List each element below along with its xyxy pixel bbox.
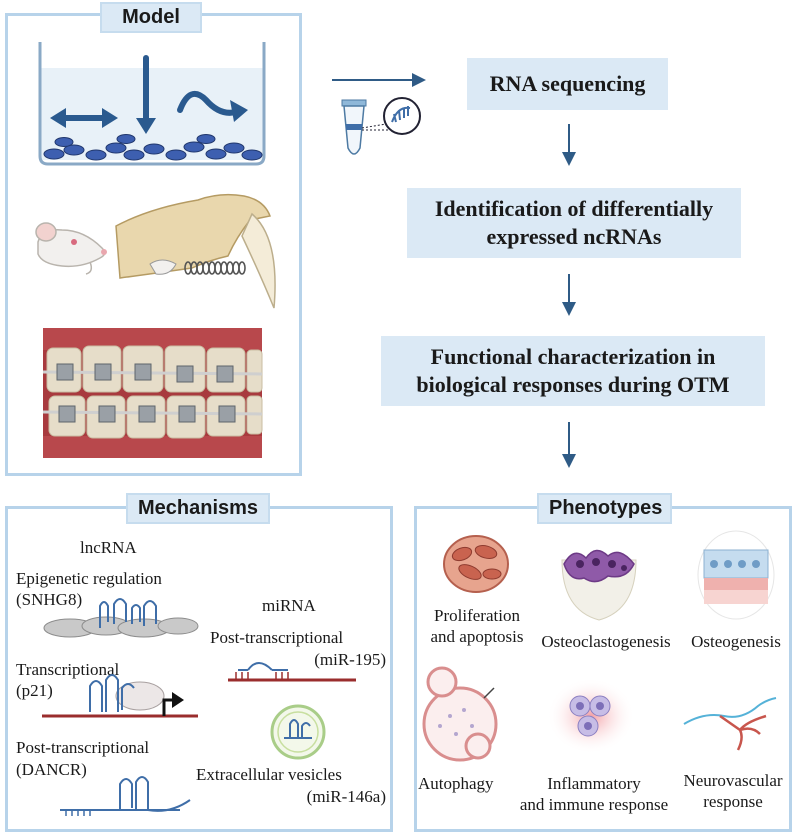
mirna-mrna-icon	[228, 662, 356, 682]
epigenetic-label-line2: (SNHG8)	[16, 590, 83, 609]
rat-icon	[35, 222, 107, 275]
flow-arrow-2	[562, 274, 576, 316]
extracellular-vesicle-icon	[270, 704, 326, 760]
post-tx-lnc-label-line2: (DANCR)	[16, 760, 87, 779]
inflammatory-cells-icon	[547, 678, 635, 754]
rna-sequencing-box: RNA sequencing	[467, 58, 668, 110]
osteogenesis-label: Osteogenesis	[691, 632, 781, 651]
osteoclastogenesis-icon	[561, 549, 637, 621]
post-tx-mir-label-line1: Post-transcriptional	[210, 628, 344, 647]
osteogenesis-icon	[697, 530, 775, 620]
inflammatory-label-line1: Inflammatory	[547, 774, 641, 793]
inflammatory-label-line2: and immune response	[519, 795, 669, 814]
autophagy-label: Autophagy	[418, 774, 494, 793]
mechanisms-title: Mechanisms	[126, 493, 270, 524]
functional-line2: biological responses during OTM	[416, 372, 730, 397]
neurovascular-label-line1: Neurovascular	[683, 771, 783, 790]
ev-label-line2: (miR-146a)	[306, 787, 386, 806]
post-tx-lnc-label-line1: Post-transcriptional	[16, 738, 150, 757]
post-tx-lnc-icon	[60, 776, 191, 816]
proliferation-label-line1: Proliferation	[434, 606, 520, 625]
ev-label-line1: Extracellular vesicles	[196, 765, 342, 784]
lncrna-header: lncRNA	[80, 538, 137, 557]
flow-arrow-3	[562, 422, 576, 468]
osteoclastogenesis-label: Osteoclastogenesis	[541, 632, 671, 651]
neurovascular-label-line2: response	[703, 792, 763, 811]
neurovascular-icon	[683, 697, 777, 751]
identification-box: Identification of differentially express…	[407, 188, 741, 258]
tube-icon	[341, 97, 421, 155]
transcriptional-icon	[42, 674, 198, 718]
rat-jaw-spring-icon	[115, 193, 276, 309]
epigenetic-label-line1: Epigenetic regulation	[16, 569, 162, 588]
proliferation-cells-icon	[443, 535, 509, 593]
braces-photo	[42, 328, 263, 458]
transcriptional-label-line2: (p21)	[16, 681, 53, 700]
rna-sequencing-label: RNA sequencing	[489, 70, 646, 96]
mechanisms-panel	[5, 506, 393, 832]
epigenetic-nucleosome-icon	[43, 598, 199, 638]
phenotypes-title: Phenotypes	[537, 493, 672, 524]
model-title: Model	[100, 2, 202, 33]
identification-line1: Identification of differentially	[434, 195, 714, 221]
identification-line2: expressed ncRNAs	[486, 224, 662, 249]
functional-line1: Functional characterization in	[430, 343, 716, 369]
flow-arrow-1	[562, 124, 576, 166]
proliferation-label-line2: and apoptosis	[430, 627, 524, 646]
mirna-header: miRNA	[262, 596, 316, 615]
post-tx-mir-label-line2: (miR-195)	[314, 650, 386, 669]
functional-characterization-box: Functional characterization in biologica…	[381, 336, 765, 406]
culture-dish-icon	[38, 42, 266, 166]
transcriptional-label-line1: Transcriptional	[16, 660, 120, 679]
autophagy-icon	[422, 666, 498, 762]
model-to-rnaseq-arrow	[332, 73, 426, 87]
